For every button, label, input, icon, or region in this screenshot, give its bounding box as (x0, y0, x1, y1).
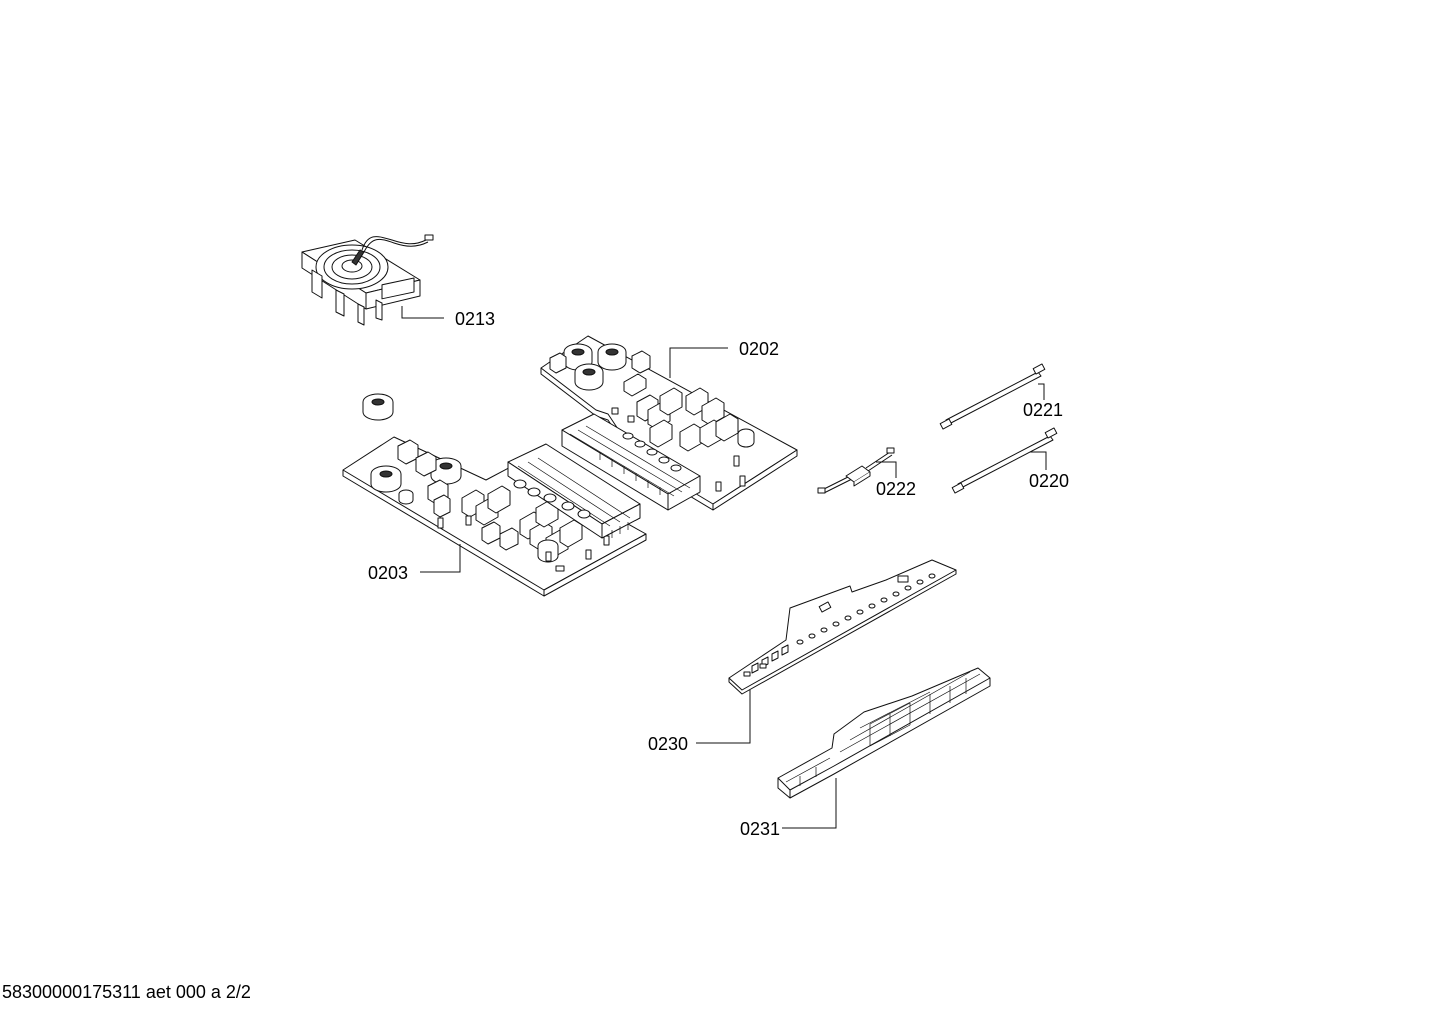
part-0230-control-board[interactable] (728, 559, 957, 695)
part-0202-power-board[interactable] (540, 335, 798, 511)
callout-0220: 0220 (1029, 471, 1069, 491)
part-0203-power-board[interactable] (342, 436, 647, 597)
callout-0221: 0221 (1023, 400, 1063, 420)
toroid-coil-3 (574, 363, 604, 391)
callout-0202: 0202 (739, 339, 779, 359)
heat-sink (561, 413, 701, 511)
callout-0203: 0203 (368, 563, 408, 583)
callout-0230: 0230 (648, 734, 688, 754)
toroid-coil-5 (430, 457, 462, 485)
toroid-coil-4 (370, 465, 402, 493)
part-0231-carrier[interactable] (777, 667, 991, 799)
part-0213-fan[interactable] (301, 234, 434, 326)
component-row (743, 573, 936, 677)
toroid-coil-loose[interactable] (362, 393, 394, 421)
callout-0222: 0222 (876, 479, 916, 499)
document-footer-id: 58300000175311 aet 000 a 2/2 (2, 982, 251, 1002)
toroid-coil-2 (597, 343, 627, 371)
part-0221-cable[interactable] (939, 363, 1046, 430)
part-0220-cable[interactable] (951, 427, 1058, 494)
part-0222-ferrite-cable[interactable] (817, 447, 895, 494)
callout-0231: 0231 (740, 819, 780, 839)
callout-0213: 0213 (455, 309, 495, 329)
